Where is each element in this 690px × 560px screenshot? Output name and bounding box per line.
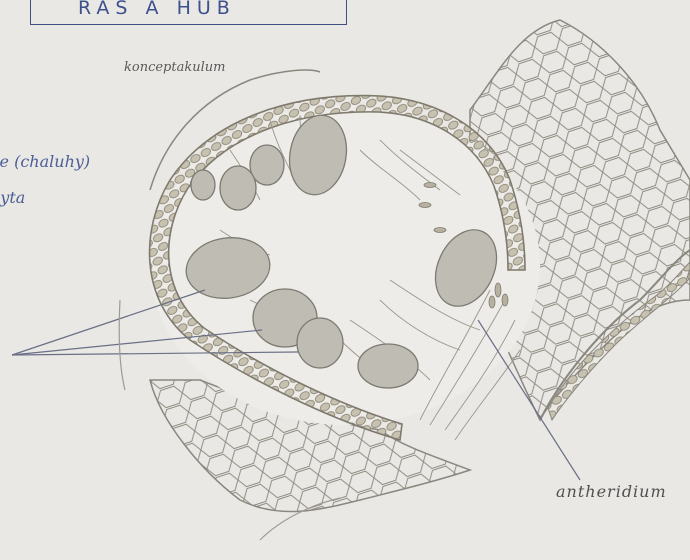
oogonium	[358, 344, 418, 388]
label-antheridium: antheridium	[556, 482, 667, 501]
oogonium	[297, 318, 343, 368]
label-konceptakulum: konceptakulum	[124, 60, 225, 75]
oogonium	[191, 170, 215, 200]
label-side-line1: ae (chaluhy)	[0, 152, 90, 171]
page-title: ŘAS A HUB	[78, 0, 236, 19]
oogonium	[220, 166, 256, 210]
label-side-line2: hyta	[0, 188, 25, 207]
